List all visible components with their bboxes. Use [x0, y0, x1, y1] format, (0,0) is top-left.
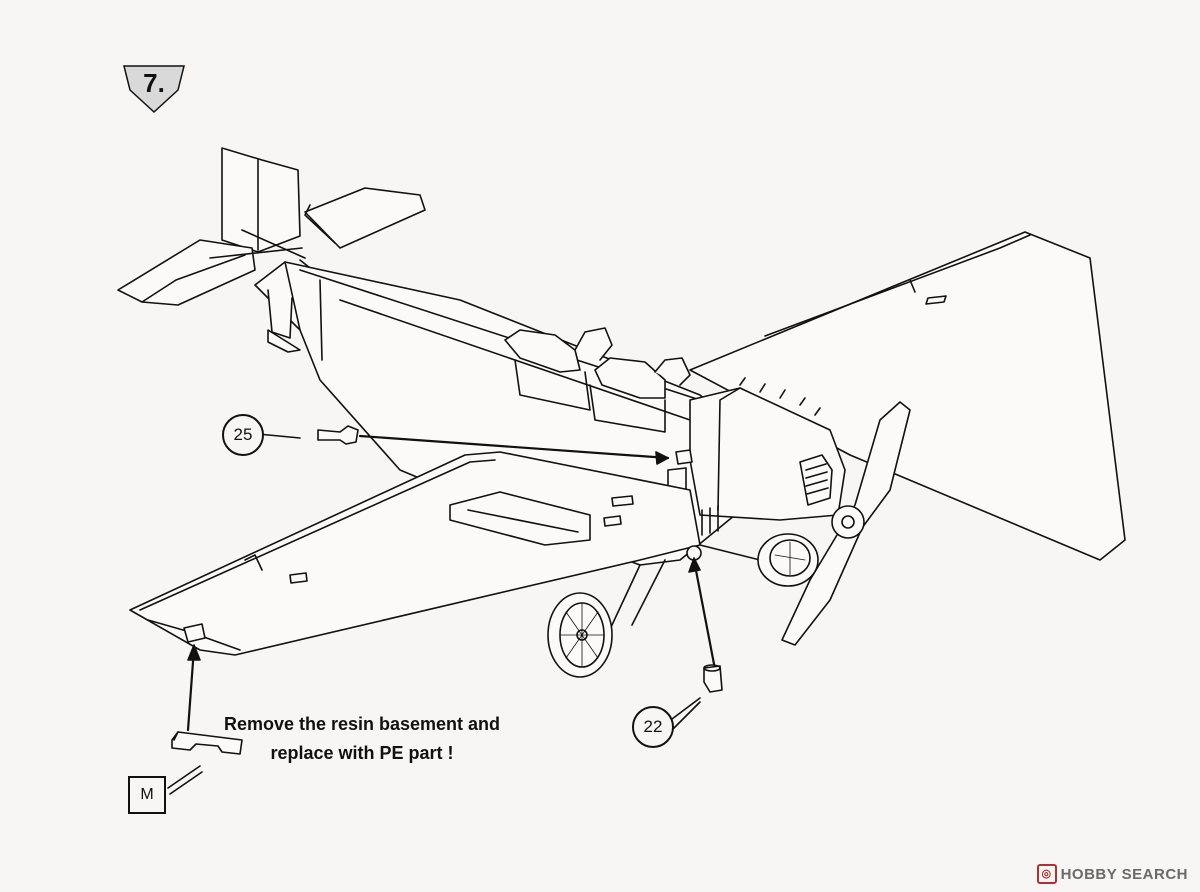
main-wheel-left: [547, 592, 613, 678]
callout-part-25: 25: [222, 414, 264, 456]
pe-part-m: [171, 731, 243, 755]
tail-stabilizer-right: [304, 187, 426, 249]
tail-stabilizer-left: [117, 239, 256, 306]
tail-fin: [221, 147, 301, 253]
step-shield-icon: [123, 65, 185, 114]
hobby-search-logo-icon: ◎: [1036, 864, 1057, 884]
part-25-piece: [317, 425, 359, 445]
callout-part-m: M: [128, 776, 166, 814]
cockpit-rear: [504, 329, 581, 373]
step-badge: 7.: [122, 62, 186, 114]
callout-part-22: 22: [632, 706, 674, 748]
watermark: ◎ HOBBY SEARCH: [1036, 864, 1188, 884]
step-number: 7.: [143, 68, 165, 98]
left-wing: [129, 451, 701, 656]
right-wing: [689, 231, 1126, 561]
radiator-grille: [799, 454, 833, 506]
note-line-1: Remove the resin basement and: [223, 714, 501, 734]
main-wheel-right: [757, 533, 819, 587]
note-line-2: replace with PE part !: [270, 743, 454, 763]
cockpit-front: [594, 357, 666, 399]
instruction-note: Remove the resin basement and replace wi…: [212, 710, 512, 768]
watermark-text: HOBBY SEARCH: [1060, 865, 1188, 883]
